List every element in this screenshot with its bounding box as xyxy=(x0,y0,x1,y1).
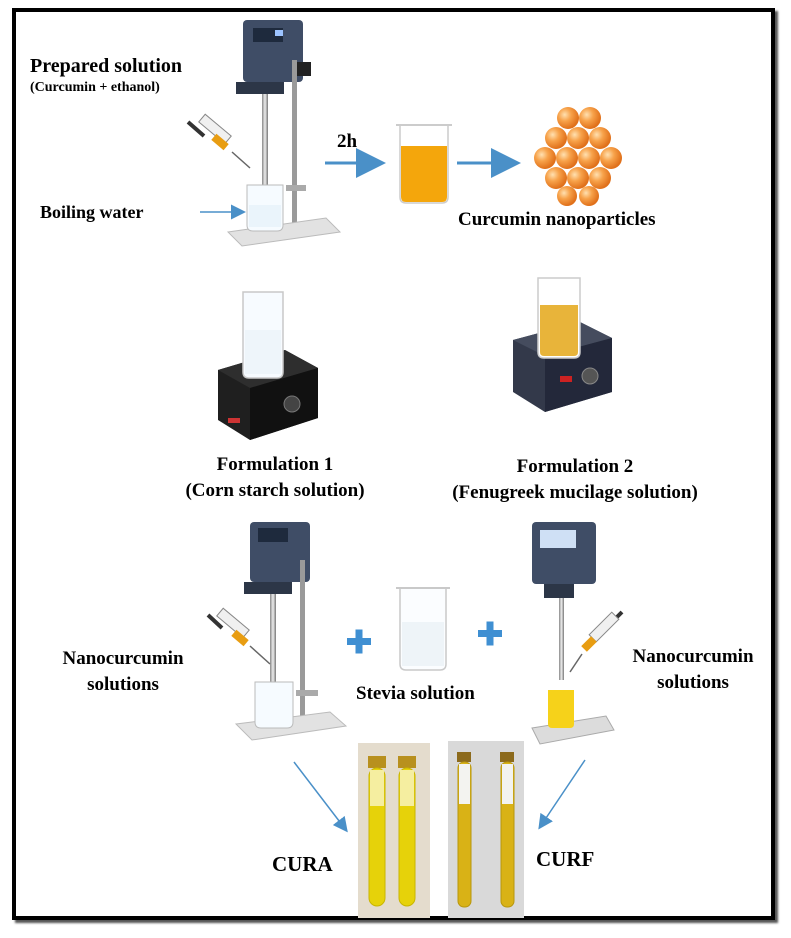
plus-icon xyxy=(347,629,371,654)
nanocurcumin-right-line1: Nanocurcumin xyxy=(632,646,754,667)
homogenizer-icon xyxy=(531,522,615,745)
syringe-icon xyxy=(186,113,251,169)
formulation2-title: Formulation 2 xyxy=(516,456,634,477)
beaker-icon xyxy=(396,124,452,204)
homogenizer-icon xyxy=(226,20,342,247)
prepared-solution-sub-label: (Curcumin + ethanol) xyxy=(30,80,160,95)
syringe-icon xyxy=(206,607,271,665)
nanoparticle-cluster-icon xyxy=(534,107,622,206)
beaker-icon xyxy=(396,587,450,671)
time-label: 2h xyxy=(337,131,358,152)
formulation1-sub: (Corn starch solution) xyxy=(185,480,365,501)
test-tube-icon xyxy=(448,741,524,918)
boiling-water-label: Boiling water xyxy=(40,202,144,222)
formulation2-sub: (Fenugreek mucilage solution) xyxy=(452,482,698,503)
nanocurcumin-left-line1: Nanocurcumin xyxy=(62,648,184,669)
curcumin-nanoparticles-label: Curcumin nanoparticles xyxy=(458,209,656,230)
curf-label: CURF xyxy=(536,847,595,871)
cura-label: CURA xyxy=(272,852,333,876)
plus-icon xyxy=(478,621,502,646)
arrow-icon xyxy=(293,761,348,833)
magnetic-stirrer-icon xyxy=(513,277,612,412)
stevia-solution-label: Stevia solution xyxy=(356,683,475,704)
nanocurcumin-left-line2: solutions xyxy=(87,674,159,695)
homogenizer-icon xyxy=(234,522,348,741)
test-tube-icon xyxy=(358,743,430,918)
magnetic-stirrer-icon xyxy=(218,291,318,440)
arrow-icon xyxy=(538,759,586,830)
prepared-solution-label: Prepared solution xyxy=(30,55,183,77)
formulation1-title: Formulation 1 xyxy=(216,454,334,475)
nanocurcumin-right-line2: solutions xyxy=(657,672,729,693)
syringe-icon xyxy=(569,610,624,673)
